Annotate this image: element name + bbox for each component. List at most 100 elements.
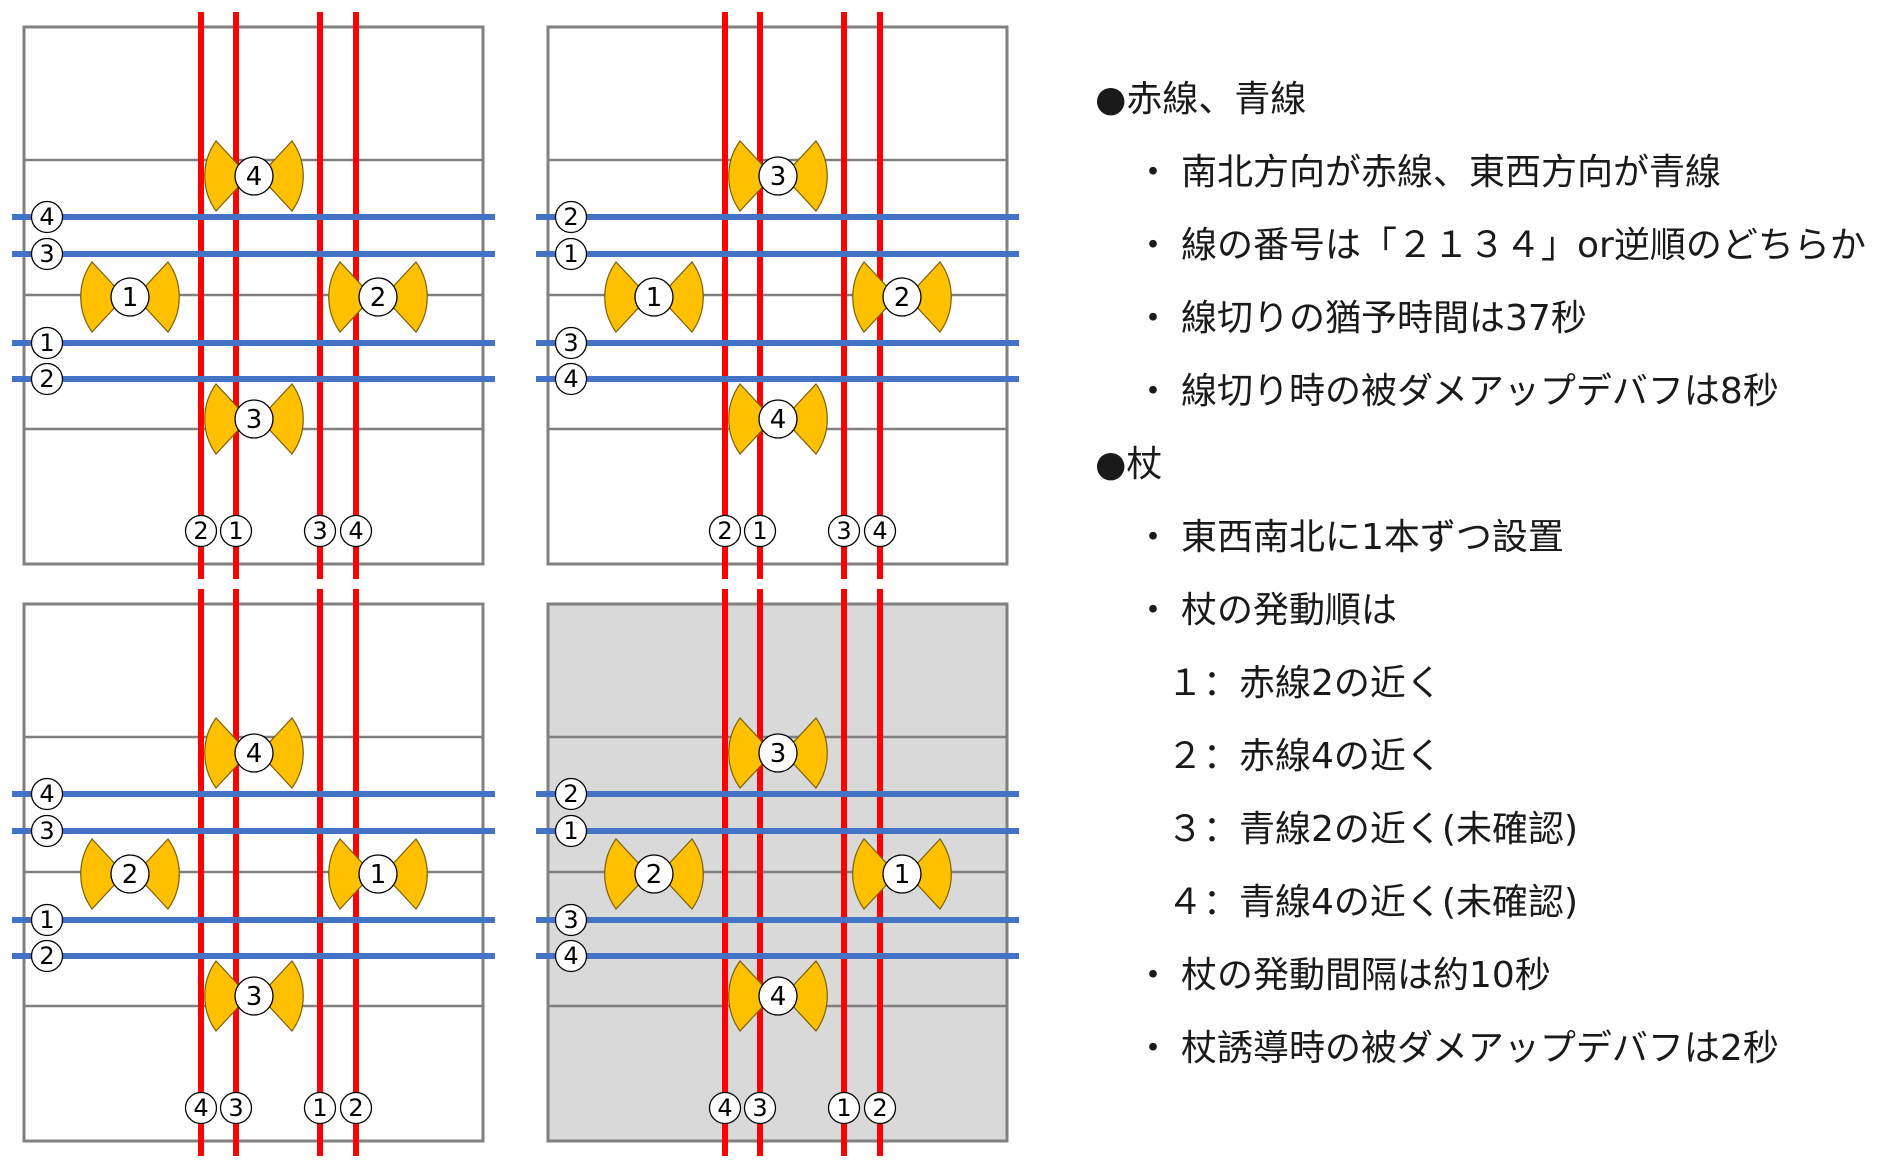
blue-line-label: 2	[554, 777, 588, 811]
staff-wedge-right	[265, 140, 304, 212]
number-label: 2	[717, 517, 732, 545]
note-item: ・杖の発動順は	[1135, 591, 1397, 631]
note-text: ４：青線4の近く(未確認)	[1167, 882, 1578, 923]
mechanic-notes: ●赤線、青線・南北方向が赤線、東西方向が青線・線の番号は「２１３４」or逆順のど…	[1095, 0, 1881, 1163]
note-text: １：赤線2の近く	[1167, 663, 1442, 704]
staff-number-circle	[110, 277, 150, 317]
number-circle	[30, 326, 64, 360]
number-label: 4	[717, 1094, 732, 1122]
number-label: 3	[39, 240, 54, 268]
staff-wedge-right	[789, 383, 828, 455]
number-label: 2	[39, 942, 54, 970]
red-line-label: 4	[863, 514, 897, 548]
staff-number-circle	[882, 854, 922, 894]
blue-line-label: 1	[554, 237, 588, 271]
number-circle	[554, 326, 588, 360]
number-circle	[30, 939, 64, 973]
staff-number: 1	[370, 860, 387, 890]
blue-line-label: 4	[30, 777, 64, 811]
note-text: 線切り時の被ダメアップデバフは8秒	[1181, 371, 1779, 412]
blue-line-label: 3	[30, 814, 64, 848]
note-item: ・東西南北に1本ずつ設置	[1135, 518, 1564, 558]
staff-north: 3	[728, 717, 828, 789]
number-circle	[30, 200, 64, 234]
staff-number: 3	[246, 982, 263, 1012]
note-item: ４：青線4の近く(未確認)	[1167, 883, 1578, 923]
staff-north: 4	[204, 717, 304, 789]
staff-east: 1	[852, 838, 952, 910]
number-label: 4	[563, 942, 578, 970]
note-item: ２：赤線4の近く	[1167, 737, 1442, 777]
note-heading: ●赤線、青線	[1095, 80, 1306, 120]
staff-number: 1	[646, 283, 663, 313]
red-line-label: 2	[863, 1091, 897, 1125]
staff-number-circle	[758, 156, 798, 196]
staff-west: 1	[80, 261, 180, 333]
note-item: ・線切り時の被ダメアップデバフは8秒	[1135, 372, 1779, 412]
number-label: 3	[312, 517, 327, 545]
number-circle	[303, 1091, 337, 1125]
red-line-label: 1	[743, 514, 777, 548]
staff-number-circle	[234, 399, 274, 439]
staff-number: 1	[122, 283, 139, 313]
blue-line-label: 1	[554, 814, 588, 848]
note-text: ３：青線2の近く(未確認)	[1167, 809, 1578, 850]
note-item: ・線の番号は「２１３４」or逆順のどちらか	[1135, 226, 1866, 266]
staff-wedge-right	[389, 261, 428, 333]
staff-number-circle	[758, 976, 798, 1016]
red-line-label: 1	[219, 514, 253, 548]
sub-bullet-marker: ・	[1135, 1028, 1172, 1069]
staff-wedge-left	[728, 140, 767, 212]
blue-line-label: 2	[554, 200, 588, 234]
staff-number-circle	[758, 399, 798, 439]
number-label: 4	[872, 517, 887, 545]
number-circle	[554, 200, 588, 234]
number-circle	[30, 362, 64, 396]
number-label: 1	[39, 329, 54, 357]
sub-bullet-marker: ・	[1135, 152, 1172, 193]
staff-number: 4	[246, 739, 263, 769]
number-label: 1	[312, 1094, 327, 1122]
staff-south: 4	[728, 960, 828, 1032]
staff-wedge-left	[328, 838, 367, 910]
number-circle	[219, 1091, 253, 1125]
number-circle	[554, 814, 588, 848]
staff-number: 2	[370, 283, 387, 313]
note-text: 杖の発動順は	[1181, 590, 1398, 631]
number-label: 3	[836, 517, 851, 545]
number-circle	[184, 514, 218, 548]
staff-wedge-right	[389, 838, 428, 910]
staff-east: 1	[328, 838, 428, 910]
note-text: 線の番号は「２１３４」or逆順のどちらか	[1181, 225, 1866, 266]
staff-west: 2	[80, 838, 180, 910]
staff-wedge-right	[141, 261, 180, 333]
staff-wedge-right	[789, 717, 828, 789]
red-line-label: 2	[708, 514, 742, 548]
staff-wedge-right	[265, 717, 304, 789]
sub-bullet-marker: ・	[1135, 298, 1172, 339]
number-label: 2	[348, 1094, 363, 1122]
red-line-label: 3	[827, 514, 861, 548]
staff-south: 4	[728, 383, 828, 455]
note-item: ・杖誘導時の被ダメアップデバフは2秒	[1135, 1029, 1779, 1069]
staff-wedge-left	[80, 261, 119, 333]
sub-bullet-marker: ・	[1135, 955, 1172, 996]
red-line-label: 1	[303, 1091, 337, 1125]
note-item: ３：青線2の近く(未確認)	[1167, 810, 1578, 850]
blue-line-label: 2	[30, 939, 64, 973]
staff-wedge-right	[265, 960, 304, 1032]
staff-wedge-right	[265, 383, 304, 455]
number-label: 2	[872, 1094, 887, 1122]
note-item: ・線切りの猶予時間は37秒	[1135, 299, 1587, 339]
number-circle	[743, 1091, 777, 1125]
note-item: ・南北方向が赤線、東西方向が青線	[1135, 153, 1721, 193]
blue-line-label: 3	[554, 903, 588, 937]
note-text: 南北方向が赤線、東西方向が青線	[1181, 152, 1722, 193]
red-line-label: 3	[303, 514, 337, 548]
number-circle	[303, 514, 337, 548]
number-label: 2	[39, 365, 54, 393]
staff-number-circle	[634, 277, 674, 317]
staff-wedge-right	[789, 140, 828, 212]
